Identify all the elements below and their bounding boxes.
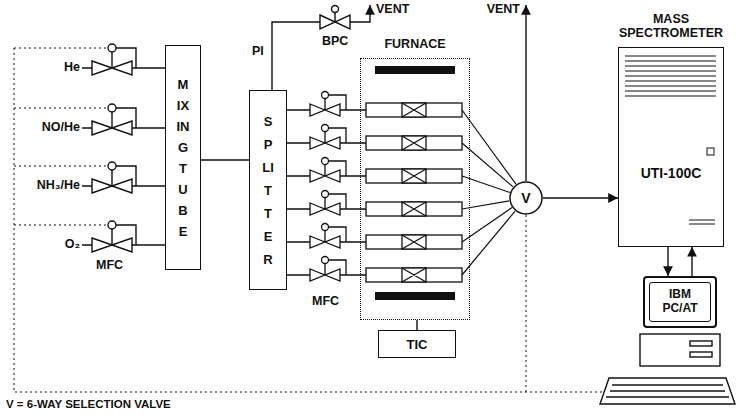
computer-base bbox=[600, 378, 735, 404]
mixing-tube: MIXING TUBE bbox=[165, 45, 201, 270]
label-holder: BPC bbox=[322, 34, 348, 49]
instrument-cabinet: UTI-100C bbox=[618, 47, 724, 247]
gas-name: NH₃/He bbox=[37, 178, 80, 193]
computer-monitor: IBM PC/AT bbox=[643, 276, 717, 328]
cabinet-detail bbox=[619, 48, 722, 245]
legend-note: V = 6-WAY SELECTION VALVE bbox=[6, 398, 171, 412]
label-holder: VENT bbox=[376, 2, 409, 17]
computer-base bbox=[640, 334, 720, 366]
control-line bbox=[14, 48, 604, 392]
gas-mfc bbox=[108, 44, 116, 52]
gas-name: He bbox=[64, 60, 80, 75]
device-name: PI bbox=[252, 44, 264, 59]
computer-base bbox=[690, 341, 712, 346]
heater-bar bbox=[375, 292, 455, 300]
vent-grille bbox=[625, 85, 716, 86]
flow-connector bbox=[667, 247, 668, 276]
vent-grille bbox=[625, 80, 716, 81]
vent-line bbox=[525, 5, 526, 181]
label-holder: MFC bbox=[96, 258, 123, 273]
vent-grille bbox=[625, 70, 716, 71]
model-name: UTI-100C bbox=[641, 165, 702, 181]
vent-grille bbox=[625, 95, 716, 96]
box-label: TIC bbox=[407, 337, 428, 352]
instrument-heading: MASS SPECTROMETER bbox=[609, 12, 733, 41]
monitor-screen: IBM PC/AT bbox=[649, 282, 711, 322]
heater-bar bbox=[375, 66, 455, 74]
flow-connector bbox=[691, 247, 692, 276]
computer-label: IBM PC/AT bbox=[657, 288, 703, 316]
reactor-mfc bbox=[322, 92, 329, 99]
gas-mfc bbox=[82, 166, 165, 193]
vent-label: VENT bbox=[376, 2, 409, 17]
vent-label: VENT bbox=[487, 2, 520, 17]
gas-name: NO/He bbox=[42, 120, 80, 135]
vent-grille bbox=[625, 60, 716, 61]
computer-base bbox=[606, 385, 729, 397]
vertical-label: MIXING TUBE bbox=[177, 74, 190, 242]
gas-mfc bbox=[108, 104, 116, 112]
reactor-tube bbox=[402, 103, 426, 282]
reactor-mfc bbox=[322, 224, 329, 231]
flow-connector bbox=[416, 320, 417, 330]
reactor-mfc bbox=[322, 158, 329, 165]
furnace-heading: FURNACE bbox=[361, 37, 469, 52]
reactor-outlet bbox=[462, 110, 516, 275]
mass-spectrometer: MASS SPECTROMETERUTI-100C bbox=[618, 12, 724, 247]
back-pressure-line bbox=[332, 6, 339, 13]
label-holder: MFC bbox=[312, 294, 339, 309]
vent-grille bbox=[625, 90, 716, 91]
reactor-mfc bbox=[322, 125, 329, 132]
computer-base bbox=[600, 334, 735, 404]
splitter-box: SPLITTER bbox=[249, 90, 287, 290]
label-holder: O₂ bbox=[65, 237, 80, 252]
gas-mfc bbox=[82, 44, 165, 252]
reactor-mfc bbox=[322, 191, 329, 198]
reactor-outlet bbox=[462, 110, 516, 275]
vent-grille bbox=[625, 55, 716, 56]
reactor-mfc bbox=[287, 92, 366, 282]
label-holder: NH₃/He bbox=[37, 178, 80, 193]
gas-mfc bbox=[82, 48, 165, 75]
vent-grille bbox=[625, 65, 716, 66]
flow-connector bbox=[543, 197, 618, 198]
device-name: BPC bbox=[322, 34, 348, 49]
gas-mfc bbox=[108, 162, 116, 170]
gas-mfc bbox=[82, 108, 165, 135]
back-pressure-line bbox=[350, 5, 370, 22]
maker-badge bbox=[689, 220, 715, 224]
furnace-outline: FURNACE bbox=[360, 58, 470, 320]
valve-circle bbox=[510, 182, 542, 214]
reactor-tube bbox=[366, 103, 462, 282]
flow-connector bbox=[201, 159, 249, 160]
label-holder: PI bbox=[252, 44, 264, 59]
vertical-label: SPLITTER bbox=[262, 110, 275, 271]
vent-line bbox=[525, 5, 526, 181]
gas-mfc bbox=[108, 221, 116, 229]
reactor-mfc bbox=[322, 257, 329, 264]
control-line bbox=[14, 48, 604, 392]
vent-grille bbox=[625, 75, 716, 76]
valve-label: V bbox=[521, 190, 530, 206]
device-name: MFC bbox=[312, 294, 339, 309]
label-holder: He bbox=[64, 60, 80, 75]
gas-name: O₂ bbox=[65, 237, 80, 252]
back-pressure-line bbox=[272, 5, 370, 90]
indicator-lamp bbox=[707, 148, 714, 155]
gas-mfc bbox=[82, 225, 165, 252]
computer-base bbox=[690, 352, 712, 357]
device-name: MFC bbox=[96, 258, 123, 273]
label-holder: V = 6-WAY SELECTION VALVE bbox=[6, 398, 171, 412]
back-pressure-line bbox=[272, 13, 350, 91]
selection-valve: V bbox=[509, 181, 543, 215]
label-holder: VENT bbox=[487, 2, 520, 17]
controller-box: TIC bbox=[378, 330, 456, 358]
label-holder: NO/He bbox=[42, 120, 80, 135]
